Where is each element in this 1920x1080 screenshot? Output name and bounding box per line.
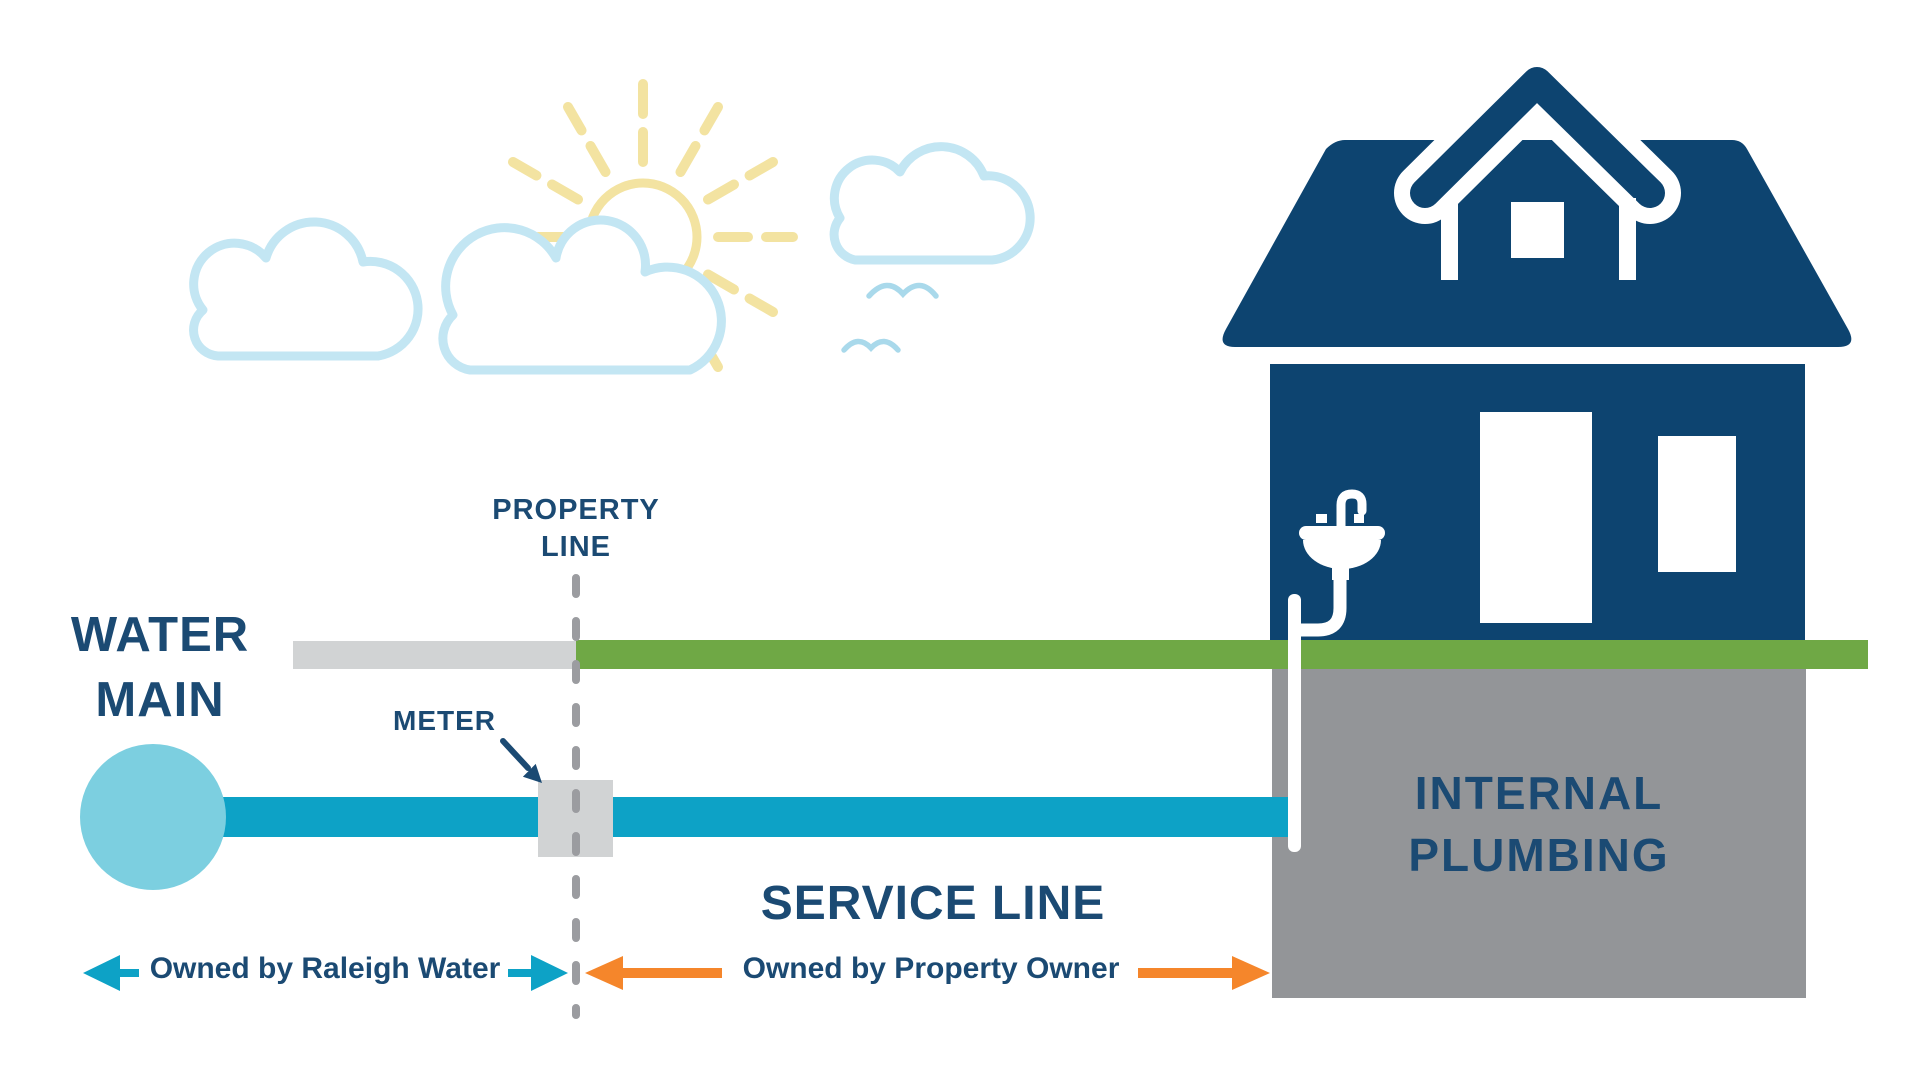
arrow-shaft <box>1138 968 1234 978</box>
house-window <box>1658 436 1736 572</box>
arrow-shaft <box>620 968 722 978</box>
faucet-handle <box>1354 514 1364 523</box>
dormer-icon <box>1394 51 1681 280</box>
property-line-label: PROPERTY LINE <box>492 494 660 563</box>
meter-callout-arrow <box>500 738 542 783</box>
water-main-circle <box>80 744 226 890</box>
sink-rim <box>1299 526 1385 540</box>
arrow-shaft <box>508 969 533 977</box>
cloud-icon <box>829 142 1035 265</box>
internal-plumbing-box <box>1272 669 1806 998</box>
raleigh-ownership-arrows <box>83 955 568 991</box>
sink-trap-pipe <box>1289 567 1347 637</box>
sink-basin <box>1303 540 1381 569</box>
cloud-icon <box>438 215 726 375</box>
internal-plumbing-label: INTERNAL PLUMBING <box>1408 767 1670 881</box>
owned-by-raleigh-water-label: Owned by Raleigh Water <box>149 952 501 985</box>
meter-label: METER <box>393 705 496 736</box>
house-door <box>1480 412 1592 623</box>
right-arrow-icon <box>1232 956 1270 990</box>
sink-drain <box>1332 566 1349 580</box>
dormer-right-post <box>1619 198 1636 280</box>
cloud-icon <box>189 217 423 361</box>
sink-faucet-icon <box>1288 489 1385 852</box>
service-line-pipe <box>153 797 1288 837</box>
left-arrow-icon <box>83 955 120 991</box>
house-icon <box>1222 51 1852 640</box>
dormer-left-post <box>1441 198 1458 280</box>
arrow-shaft <box>117 969 139 977</box>
internal-riser-pipe <box>1288 594 1301 852</box>
ground-level-bar <box>576 640 1868 669</box>
left-arrow-icon <box>585 956 623 990</box>
faucet-handle <box>1316 514 1327 523</box>
bird-icon <box>866 282 939 299</box>
bird-icon <box>841 338 901 353</box>
gray-main-pipe-bar <box>293 641 576 669</box>
service-line-label: SERVICE LINE <box>760 877 1106 930</box>
dormer-window <box>1511 202 1564 258</box>
owned-by-property-owner-label: Owned by Property Owner <box>742 952 1120 985</box>
owner-ownership-arrows <box>585 956 1270 990</box>
water-main-label: WATER MAIN <box>70 608 250 727</box>
faucet-spout <box>1336 489 1367 531</box>
right-arrow-icon <box>531 955 568 991</box>
